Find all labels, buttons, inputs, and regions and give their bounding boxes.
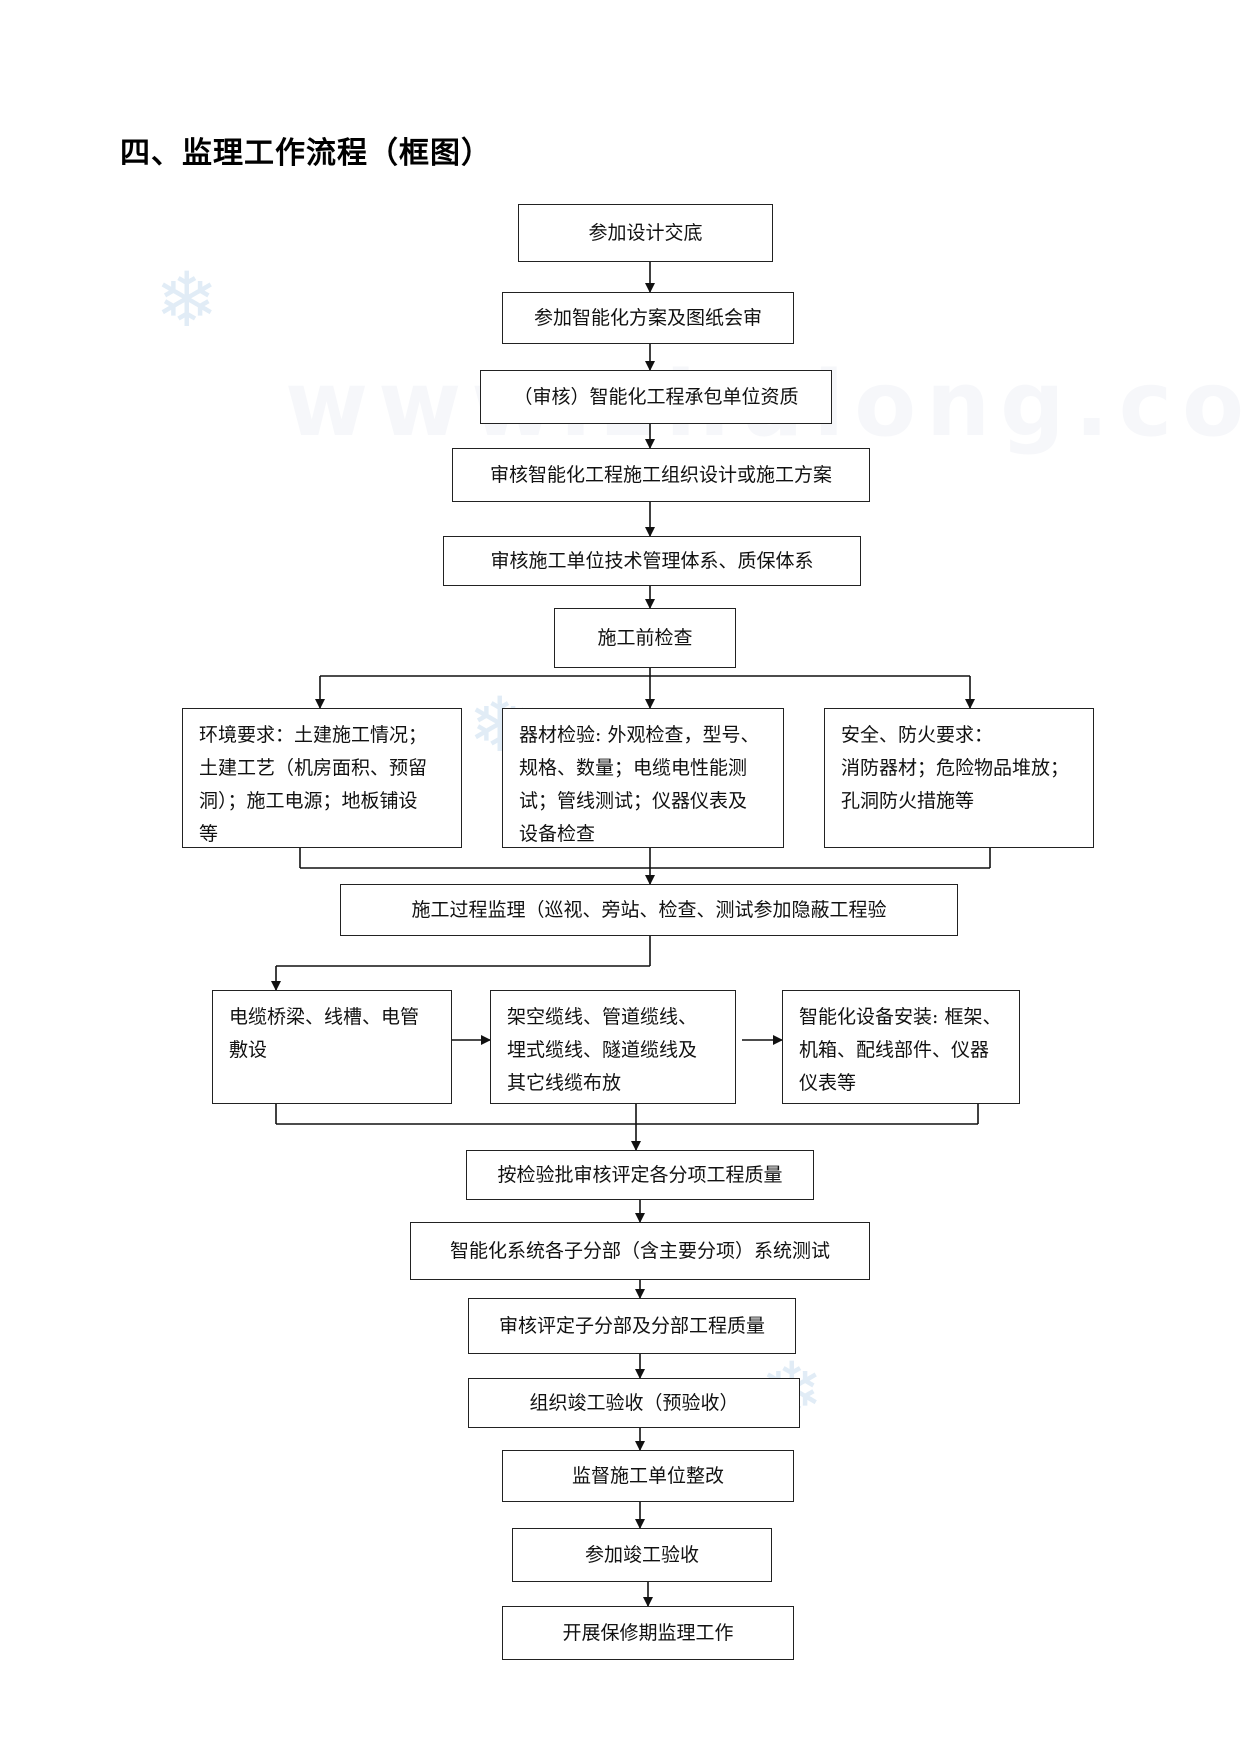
check-environment-line: 土建工艺（机房面积、预留 bbox=[199, 757, 428, 779]
step-rectification: 监督施工单位整改 bbox=[502, 1450, 794, 1502]
step-sub-division-quality: 审核评定子分部及分部工程质量 bbox=[468, 1298, 796, 1354]
step-completion-acceptance: 参加竣工验收 bbox=[512, 1528, 772, 1582]
check-materials-line: 规格、数量；电缆电性能测 bbox=[519, 757, 748, 779]
work-cable-laying-line: 其它线缆布放 bbox=[507, 1072, 622, 1094]
check-materials-line: 试；管线测试；仪器仪表及 bbox=[519, 790, 748, 812]
check-environment-line: 环境要求：土建施工情况； bbox=[199, 724, 428, 746]
work-cable-laying-line: 架空缆线、管道缆线、 bbox=[507, 1006, 698, 1028]
work-device-install: 智能化设备安装: 框架、 机箱、配线部件、仪器 仪表等 bbox=[782, 990, 1020, 1104]
check-fire-safety: 安全、防火要求： 消防器材；危险物品堆放； 孔洞防火措施等 bbox=[824, 708, 1094, 848]
check-fire-safety-line: 安全、防火要求： bbox=[841, 724, 994, 746]
work-cable-laying-line: 埋式缆线、隧道缆线及 bbox=[507, 1039, 698, 1061]
step-contractor-qualification: （审核）智能化工程承包单位资质 bbox=[480, 370, 832, 424]
check-environment: 环境要求：土建施工情况； 土建工艺（机房面积、预留 洞）；施工电源；地板铺设 等 bbox=[182, 708, 462, 848]
step-pre-acceptance: 组织竣工验收（预验收） bbox=[468, 1378, 800, 1428]
check-materials-line: 器材检验: 外观检查，型号、 bbox=[519, 724, 760, 746]
work-cable-laying: 架空缆线、管道缆线、 埋式缆线、隧道缆线及 其它线缆布放 bbox=[490, 990, 736, 1104]
step-warranty-supervision: 开展保修期监理工作 bbox=[502, 1606, 794, 1660]
check-materials-line: 设备检查 bbox=[519, 823, 596, 845]
step-quality-system-review: 审核施工单位技术管理体系、质保体系 bbox=[443, 536, 861, 586]
check-environment-line: 洞）；施工电源；地板铺设 bbox=[199, 790, 418, 812]
work-device-install-line: 智能化设备安装: 框架、 bbox=[799, 1006, 1002, 1028]
work-cable-tray-line: 电缆桥梁、线槽、电管 bbox=[229, 1006, 420, 1028]
step-design-disclosure: 参加设计交底 bbox=[518, 204, 773, 262]
step-sub-item-quality: 按检验批审核评定各分项工程质量 bbox=[466, 1150, 814, 1200]
step-subsystem-testing: 智能化系统各子分部（含主要分项）系统测试 bbox=[410, 1222, 870, 1280]
check-materials: 器材检验: 外观检查，型号、 规格、数量；电缆电性能测 试；管线测试；仪器仪表及… bbox=[502, 708, 784, 848]
page-title: 四、监理工作流程（框图） bbox=[120, 136, 492, 171]
step-pre-construction-check: 施工前检查 bbox=[554, 608, 736, 668]
work-cable-tray-line: 敷设 bbox=[229, 1039, 268, 1061]
step-process-supervision: 施工过程监理（巡视、旁站、检查、测试参加隐蔽工程验 bbox=[340, 884, 958, 936]
step-drawing-review: 参加智能化方案及图纸会审 bbox=[502, 292, 794, 344]
step-construction-plan-review: 审核智能化工程施工组织设计或施工方案 bbox=[452, 448, 870, 502]
check-fire-safety-line: 孔洞防火措施等 bbox=[841, 790, 975, 812]
check-fire-safety-line: 消防器材；危险物品堆放； bbox=[841, 757, 1070, 779]
work-cable-tray: 电缆桥梁、线槽、电管 敷设 bbox=[212, 990, 452, 1104]
work-device-install-line: 仪表等 bbox=[799, 1072, 857, 1094]
work-device-install-line: 机箱、配线部件、仪器 bbox=[799, 1039, 990, 1061]
check-environment-line: 等 bbox=[199, 823, 219, 845]
